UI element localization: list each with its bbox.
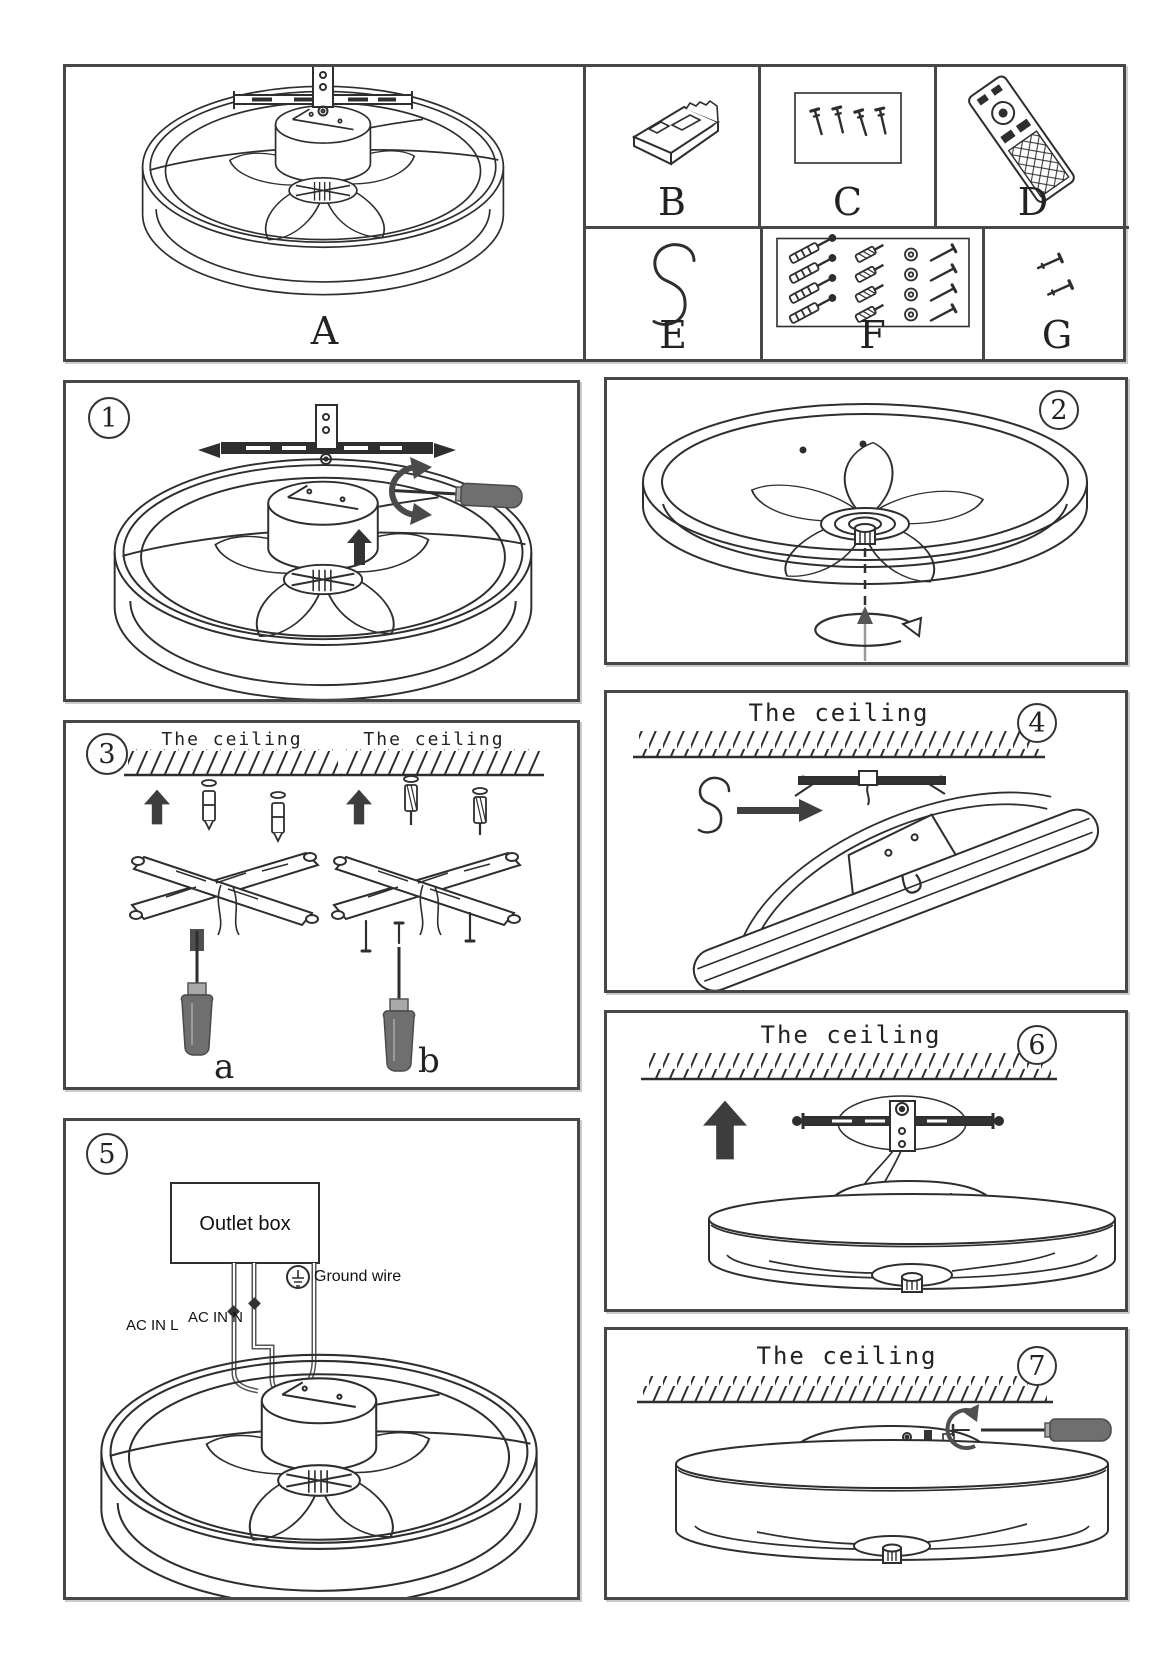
step5-number-badge: 5 (86, 1133, 128, 1175)
cross-mounting-bracket (331, 851, 522, 936)
mounting-clip-icon (631, 99, 721, 166)
part-label: B (658, 180, 686, 225)
part-cell-c: C (761, 67, 937, 229)
part-label: A (310, 309, 339, 354)
ceiling-hatch (641, 1053, 1057, 1081)
side-screw (951, 1423, 970, 1437)
s-hook-icon (697, 776, 731, 834)
step2-number-badge: 2 (1039, 390, 1079, 430)
step2-number: 2 (1050, 394, 1068, 426)
rotate-arrow-icon (945, 1404, 979, 1450)
outlet-box (170, 1182, 320, 1264)
step3-number-badge: 3 (86, 733, 128, 775)
part-cell-g: G (985, 229, 1129, 359)
slide-right-arrow-icon (434, 443, 456, 458)
step7-number-badge: 7 (1017, 1346, 1057, 1386)
parts-overview-panel: A B C (63, 64, 1129, 362)
step7-illustration (637, 1376, 1113, 1564)
step6-number: 6 (1028, 1029, 1046, 1061)
insert-arrow-icon (737, 799, 823, 822)
cross-mounting-bracket (129, 851, 320, 936)
part-label: G (1041, 313, 1073, 358)
toggle-anchors (403, 775, 488, 835)
ceiling-fan-icon (141, 67, 505, 296)
ceiling-hatch (633, 731, 1045, 759)
step1-illustration (113, 404, 533, 699)
step4-panel: 4 The ceiling (604, 690, 1128, 993)
fan-drum (708, 1179, 1116, 1293)
step7-panel: 7 The ceiling (604, 1327, 1128, 1600)
step6-number-badge: 6 (1017, 1025, 1057, 1065)
step5-panel: 5 Outlet box AC IN L AC IN N Ground wire (63, 1118, 580, 1600)
push-up-arrow-icon (347, 529, 372, 565)
step4-number-badge: 4 (1017, 703, 1057, 743)
ceiling-label: The ceiling (363, 729, 505, 750)
step5-number: 5 (98, 1138, 116, 1170)
fan-body (100, 1353, 538, 1597)
part-label: F (859, 313, 886, 358)
part-cell-d: D (937, 67, 1129, 229)
part-label: E (659, 313, 687, 358)
ceiling-hatch (637, 1376, 1053, 1404)
mounting-screws (360, 911, 476, 953)
step3-illustration (124, 749, 544, 1073)
ceiling-bracket (794, 770, 946, 806)
step2-panel: 2 (604, 377, 1128, 665)
step1-number: 1 (100, 402, 118, 434)
remote-control-icon (968, 75, 1075, 203)
screw-pack-icon (794, 92, 902, 164)
slide-left-arrow-icon (198, 443, 220, 458)
part-label: D (1017, 180, 1049, 225)
step7-number: 7 (1028, 1350, 1046, 1382)
ceiling-hatch (124, 749, 544, 777)
ground-wire-label: Ground wire (314, 1268, 402, 1285)
step3-panel: 3 The ceiling The ceiling a b (63, 720, 580, 1090)
screwdriver-icon (179, 929, 215, 1057)
step5-illustration (100, 1182, 538, 1597)
ceiling-label: The ceiling (760, 1021, 942, 1049)
step2-illustration (642, 403, 1088, 661)
screwdriver-icon (979, 1417, 1113, 1443)
wire-neutral-label: AC IN N (188, 1309, 244, 1326)
part-cell-f: F (763, 229, 985, 359)
s-hook-icon (652, 243, 696, 326)
ground-symbol-icon (286, 1265, 310, 1289)
part-label: C (832, 180, 863, 225)
fan-drum (675, 1439, 1109, 1564)
variant-a-label: a (214, 1047, 235, 1087)
ceiling-label: The ceiling (756, 1342, 938, 1370)
ceiling-bracket (792, 1095, 1004, 1198)
part-cell-a: A (66, 67, 586, 359)
outlet-box-label: Outlet box (199, 1213, 291, 1235)
rotate-arrow-icon (389, 457, 432, 525)
step1-panel: 1 (63, 380, 580, 702)
up-arrow-icon (346, 789, 372, 825)
twist-arrow-icon (814, 606, 923, 647)
anchor-kit-icon (776, 234, 970, 328)
step1-number-badge: 1 (88, 397, 130, 439)
wire-live-label: AC IN L (126, 1317, 179, 1334)
part-cell-b: B (586, 67, 761, 229)
hanging-fan-body (692, 791, 1100, 990)
up-arrow-icon (144, 789, 170, 825)
step6-illustration (641, 1053, 1116, 1293)
step3-number: 3 (98, 738, 116, 770)
ceiling-label: The ceiling (161, 729, 303, 750)
variant-b-label: b (418, 1041, 440, 1081)
step4-number: 4 (1028, 707, 1046, 739)
up-arrow-icon (703, 1100, 747, 1160)
screws-icon (1036, 252, 1075, 296)
screwdriver-icon (381, 947, 417, 1073)
step6-panel: 6 The ceiling (604, 1010, 1128, 1312)
step4-illustration (633, 731, 1100, 990)
wall-anchors (201, 779, 286, 844)
part-cell-e: E (586, 229, 763, 359)
ceiling-label: The ceiling (748, 699, 930, 727)
